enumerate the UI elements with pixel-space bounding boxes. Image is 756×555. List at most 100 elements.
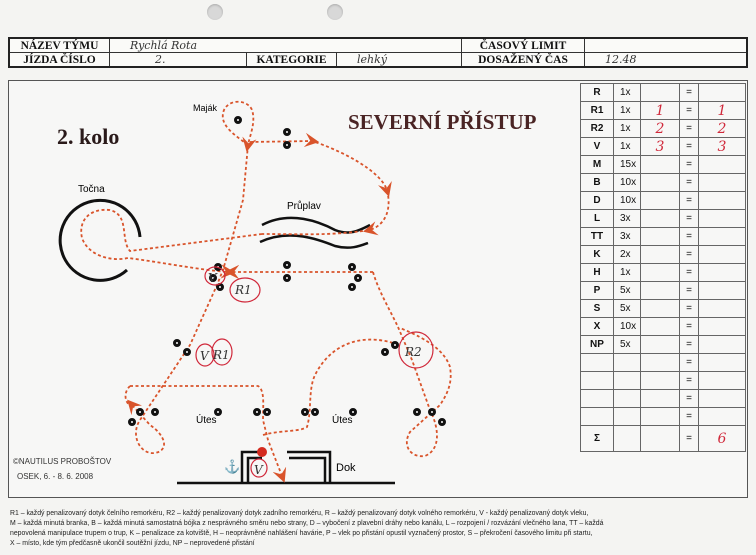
category-label: KATEGORIE	[247, 53, 337, 66]
penalty-total[interactable]	[698, 245, 746, 264]
penalty-total[interactable]	[698, 263, 746, 282]
copyright-org: ©NAUTILUS PROBOŠTOV	[13, 457, 112, 466]
empty-cell	[640, 425, 680, 452]
penalty-row: =	[580, 407, 746, 426]
canal-bank	[261, 216, 371, 234]
achieved-time-label: DOSAŽENÝ ČAS	[462, 53, 585, 66]
annotation-v: V	[200, 349, 210, 363]
penalty-count[interactable]	[640, 281, 680, 300]
penalty-code: NP	[580, 335, 614, 354]
legend-line: R1 – každý penalizovaný dotyk čelního re…	[10, 510, 589, 517]
lighthouse-label: Maják	[193, 103, 218, 113]
penalty-total[interactable]	[698, 353, 746, 372]
penalty-total[interactable]	[698, 155, 746, 174]
penalty-count[interactable]	[640, 371, 680, 390]
penalty-count[interactable]	[640, 209, 680, 228]
penalty-count[interactable]	[640, 155, 680, 174]
penalty-multiplier: 1x	[613, 263, 641, 282]
penalty-multiplier	[613, 371, 641, 390]
penalty-multiplier: 5x	[613, 281, 641, 300]
penalty-legend: R1 – každý penalizovaný dotyk čelního re…	[10, 509, 750, 549]
penalty-code: R	[580, 83, 614, 102]
punch-hole	[207, 4, 223, 20]
penalty-multiplier: 1x	[613, 119, 641, 138]
penalty-multiplier	[613, 407, 641, 426]
category-field[interactable]: lehký	[337, 53, 462, 66]
penalty-count[interactable]	[640, 245, 680, 264]
penalty-code: L	[580, 209, 614, 228]
penalty-multiplier	[613, 353, 641, 372]
penalty-total[interactable]	[698, 371, 746, 390]
equals-sign: =	[679, 317, 699, 336]
penalty-total[interactable]	[698, 281, 746, 300]
penalty-total[interactable]	[698, 317, 746, 336]
dock	[177, 450, 395, 485]
penalty-total[interactable]	[698, 209, 746, 228]
course-path	[80, 100, 452, 483]
penalty-count[interactable]	[640, 335, 680, 354]
penalty-total[interactable]	[698, 407, 746, 426]
equals-sign: =	[679, 191, 699, 210]
canal-bank	[259, 234, 369, 249]
penalty-code: B	[580, 173, 614, 192]
penalty-code	[580, 407, 614, 426]
team-field[interactable]: Rychlá Rota	[110, 39, 462, 53]
penalty-count[interactable]	[640, 263, 680, 282]
penalty-count[interactable]: 1	[640, 101, 680, 120]
penalty-multiplier: 1x	[613, 137, 641, 156]
sum-total[interactable]: 6	[698, 425, 746, 452]
annotation-r1: R1	[234, 283, 252, 297]
equals-sign: =	[679, 119, 699, 138]
penalty-count[interactable]	[640, 299, 680, 318]
penalty-total[interactable]	[698, 335, 746, 354]
penalty-count[interactable]	[640, 191, 680, 210]
penalty-code: TT	[580, 227, 614, 246]
achieved-time-field[interactable]: 12.48	[605, 53, 637, 66]
penalty-total[interactable]	[698, 173, 746, 192]
equals-sign: =	[679, 299, 699, 318]
penalty-total[interactable]: 1	[698, 101, 746, 120]
penalty-count[interactable]: 2	[640, 119, 680, 138]
legend-line: M – každá minutá branka, B – každá minut…	[10, 520, 604, 527]
annotation-r2: R2	[404, 345, 422, 359]
equals-sign: =	[679, 101, 699, 120]
anchor-icon: ⚓	[224, 459, 240, 474]
run-field[interactable]: 2.	[110, 53, 247, 66]
penalty-total[interactable]	[698, 389, 746, 408]
penalty-multiplier: 10x	[613, 317, 641, 336]
legend-line: X – místo, kde tým předčasně ukončil sou…	[10, 540, 255, 547]
penalty-count[interactable]	[640, 353, 680, 372]
penalty-count[interactable]	[640, 83, 680, 102]
penalty-count[interactable]	[640, 407, 680, 426]
penalty-code: H	[580, 263, 614, 282]
equals-sign: =	[679, 389, 699, 408]
penalty-multiplier: 3x	[613, 227, 641, 246]
penalty-count[interactable]: 3	[640, 137, 680, 156]
penalty-total[interactable]	[698, 299, 746, 318]
penalty-row: =	[580, 371, 746, 390]
penalty-total[interactable]	[698, 83, 746, 102]
penalty-count[interactable]	[640, 227, 680, 246]
penalty-multiplier: 3x	[613, 209, 641, 228]
penalty-count[interactable]	[640, 389, 680, 408]
penalty-code	[580, 353, 614, 372]
turntable-arc	[58, 198, 142, 282]
penalty-total[interactable]	[698, 191, 746, 210]
penalty-total[interactable]: 2	[698, 119, 746, 138]
penalty-code: K	[580, 245, 614, 264]
penalty-count[interactable]	[640, 173, 680, 192]
penalty-multiplier: 5x	[613, 299, 641, 318]
penalty-count[interactable]	[640, 317, 680, 336]
time-limit-field[interactable]	[585, 39, 746, 53]
equals-sign: =	[679, 353, 699, 372]
penalty-total[interactable]: 3	[698, 137, 746, 156]
penalty-code	[580, 389, 614, 408]
annotation-r1: R1	[212, 348, 230, 362]
penalty-total[interactable]	[698, 227, 746, 246]
